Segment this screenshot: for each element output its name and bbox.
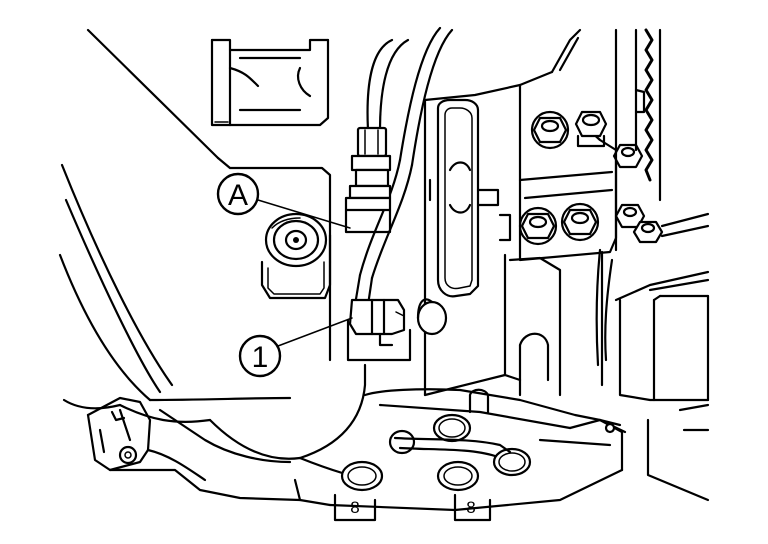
hole-right [492,447,532,477]
bolt-right-side [632,212,710,244]
hole-bottom-center [436,460,480,492]
sensor-connector [344,126,392,234]
callout-a-label: A [228,179,248,212]
wheelhouse-panel [118,156,367,460]
grommet-mount [260,212,332,300]
dust-plug [416,298,448,336]
callout-1-label: 1 [252,341,269,374]
bolt-right-upper [612,143,644,169]
part-marks: 8 8 [350,498,475,517]
knuckle-bracket [503,28,618,397]
right-housing [614,270,710,502]
serrated-column [595,28,662,367]
subframe-floor [293,388,627,522]
bolt-mid-left [518,206,558,246]
hole-bottom-left [340,460,384,492]
callout-1: 1 [238,334,282,378]
fender-lines [58,28,292,410]
hole-upper [432,413,472,443]
bracket-bolts [518,110,710,246]
callout-a: A [216,172,260,216]
strut-tower-bracket [210,38,330,127]
bolt-upper-left [530,110,570,150]
leader-lines [257,199,353,347]
hole-small [388,429,416,455]
sensor-clip [346,298,412,362]
part-mark-left: 8 [350,498,359,517]
bolt-mid-right [560,202,600,242]
strut-body [423,70,554,397]
bolt-upper-right [574,110,608,148]
lower-left-bracket [86,396,302,502]
part-mark-right: 8 [466,498,475,517]
